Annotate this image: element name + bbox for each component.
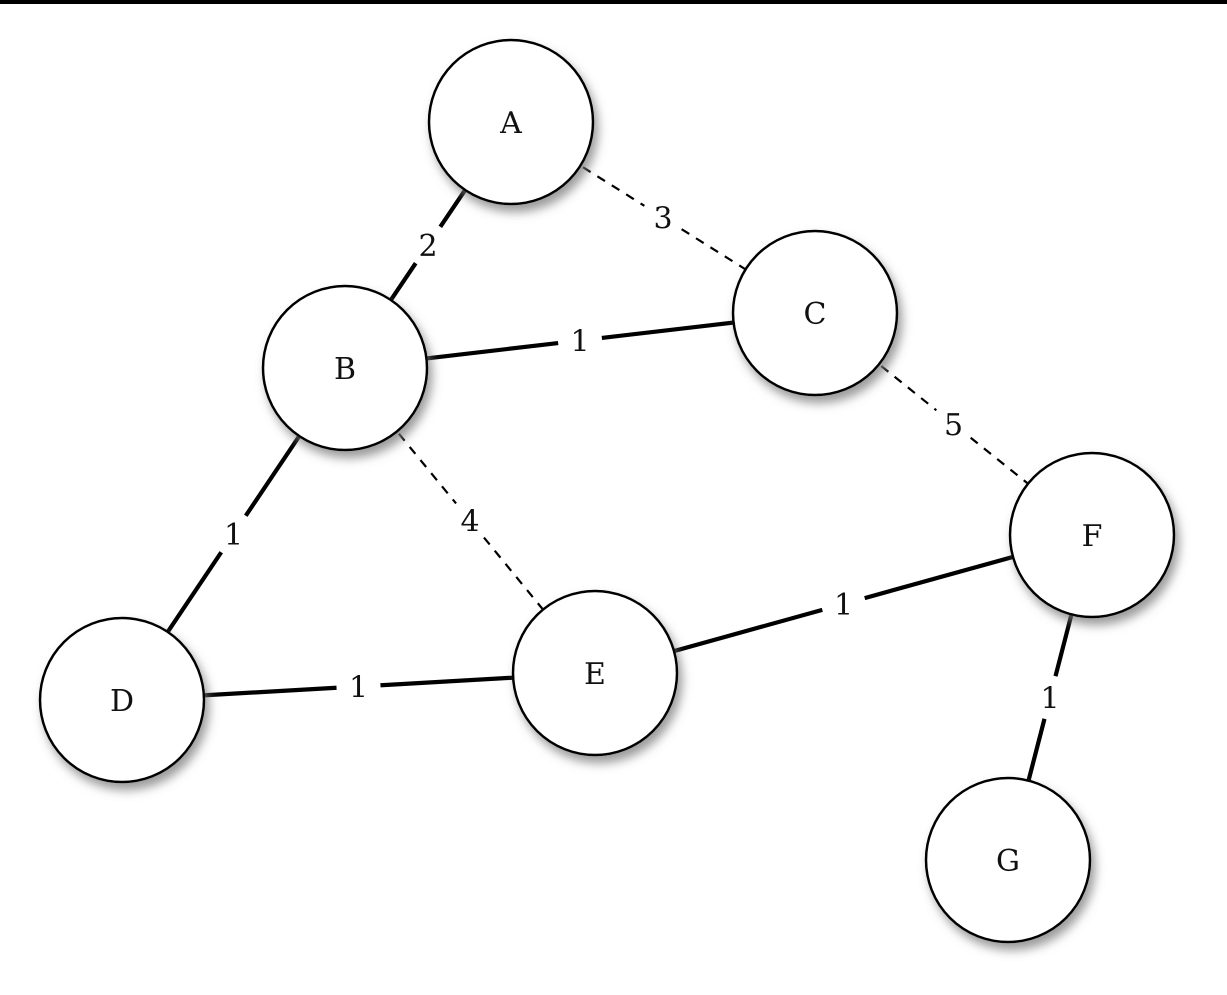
edge-weight-label: 1 (224, 518, 243, 553)
nodes-layer: A B C D E F G (38, 38, 1176, 944)
node-label: D (110, 684, 134, 719)
node-e: E (511, 589, 679, 757)
node-label: B (334, 352, 356, 387)
node-label: E (584, 657, 606, 692)
edge-weight-label: 2 (418, 229, 437, 264)
node-circle (261, 284, 429, 452)
edge-line (344, 367, 457, 505)
edge-weight-label: 1 (570, 325, 589, 360)
edge-weight-label: 1 (834, 588, 853, 623)
node-label: C (804, 297, 827, 332)
edge-a-c: 3 (510, 121, 816, 314)
node-f: F (1008, 451, 1176, 619)
node-label: G (996, 844, 1020, 879)
node-b: B (261, 284, 429, 452)
edge-line (969, 436, 1093, 536)
top-border (0, 0, 1227, 4)
node-label: A (499, 106, 522, 141)
node-g: G (924, 776, 1092, 944)
edge-weight-label: 1 (349, 671, 368, 706)
node-circle (731, 229, 899, 397)
edge-weight-label: 4 (460, 505, 479, 540)
node-circle (924, 776, 1092, 944)
node-a: A (427, 38, 595, 206)
edge-weight-label: 3 (653, 202, 672, 237)
edge-weight-label: 1 (1040, 682, 1059, 717)
node-circle (1008, 451, 1176, 619)
edge-line (483, 536, 596, 674)
edge-weight-label: 5 (944, 408, 963, 443)
node-circle (427, 38, 595, 206)
node-c: C (731, 229, 899, 397)
edge-b-e: 4 (344, 367, 596, 674)
node-label: F (1082, 519, 1103, 554)
node-d: D (38, 616, 206, 784)
node-circle (38, 616, 206, 784)
node-circle (511, 589, 679, 757)
